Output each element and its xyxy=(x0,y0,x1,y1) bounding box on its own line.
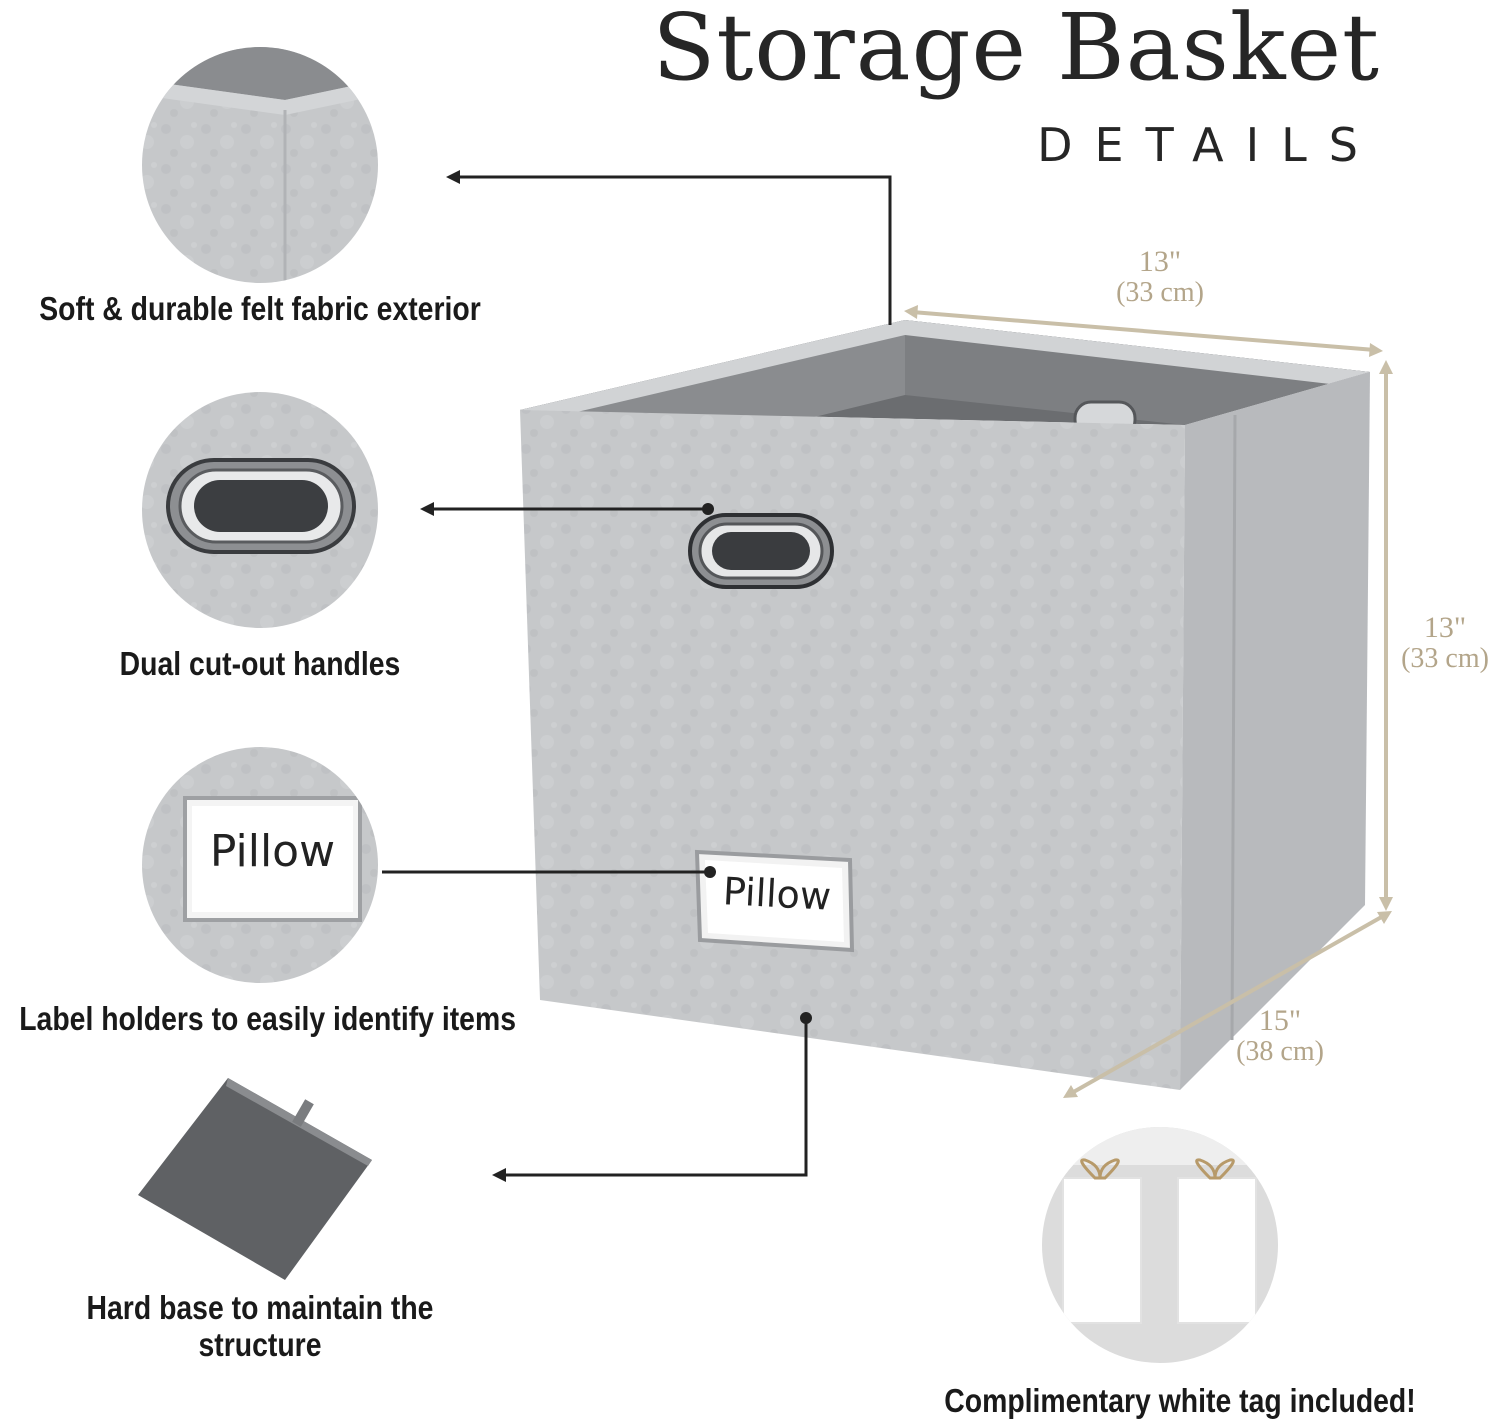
dimension-height: 13" (33 cm) xyxy=(1375,612,1500,673)
dimension-depth-cm: (38 cm) xyxy=(1236,1035,1324,1067)
dimension-width-cm: (33 cm) xyxy=(1116,276,1204,308)
handle-icon xyxy=(142,392,378,628)
closeup-label-text: Pillow xyxy=(209,826,336,877)
felt-corner-icon xyxy=(142,47,378,283)
bonus-caption: Complimentary white tag included! xyxy=(944,1382,1416,1419)
feature-caption-handles: Dual cut-out handles xyxy=(119,645,401,682)
dimension-width: 13" (33 cm) xyxy=(1080,246,1240,307)
dimension-height-cm: (33 cm) xyxy=(1401,642,1489,674)
dimension-width-inches: 13" xyxy=(1138,245,1182,278)
basket-label-text: Pillow xyxy=(721,869,833,919)
page-subtitle: DETAILS xyxy=(1037,118,1380,172)
white-tag-icon xyxy=(1042,1127,1278,1363)
dimension-lines xyxy=(911,310,1388,1096)
dimension-depth: 15" (38 cm) xyxy=(1200,1005,1360,1066)
page-title: Storage Basket xyxy=(652,0,1380,101)
feature-caption-felt: Soft & durable felt fabric exterior xyxy=(39,290,481,327)
label-holder-icon xyxy=(142,747,378,983)
base-board-icon xyxy=(138,1078,372,1280)
dimension-height-inches: 13" xyxy=(1423,611,1467,644)
dimension-depth-inches: 15" xyxy=(1258,1004,1302,1037)
leader-lines xyxy=(382,175,892,1177)
feature-caption-labels: Label holders to easily identify items xyxy=(19,1000,516,1037)
storage-basket xyxy=(520,320,1370,1090)
feature-caption-base: Hard base to maintain the structure xyxy=(86,1289,434,1363)
